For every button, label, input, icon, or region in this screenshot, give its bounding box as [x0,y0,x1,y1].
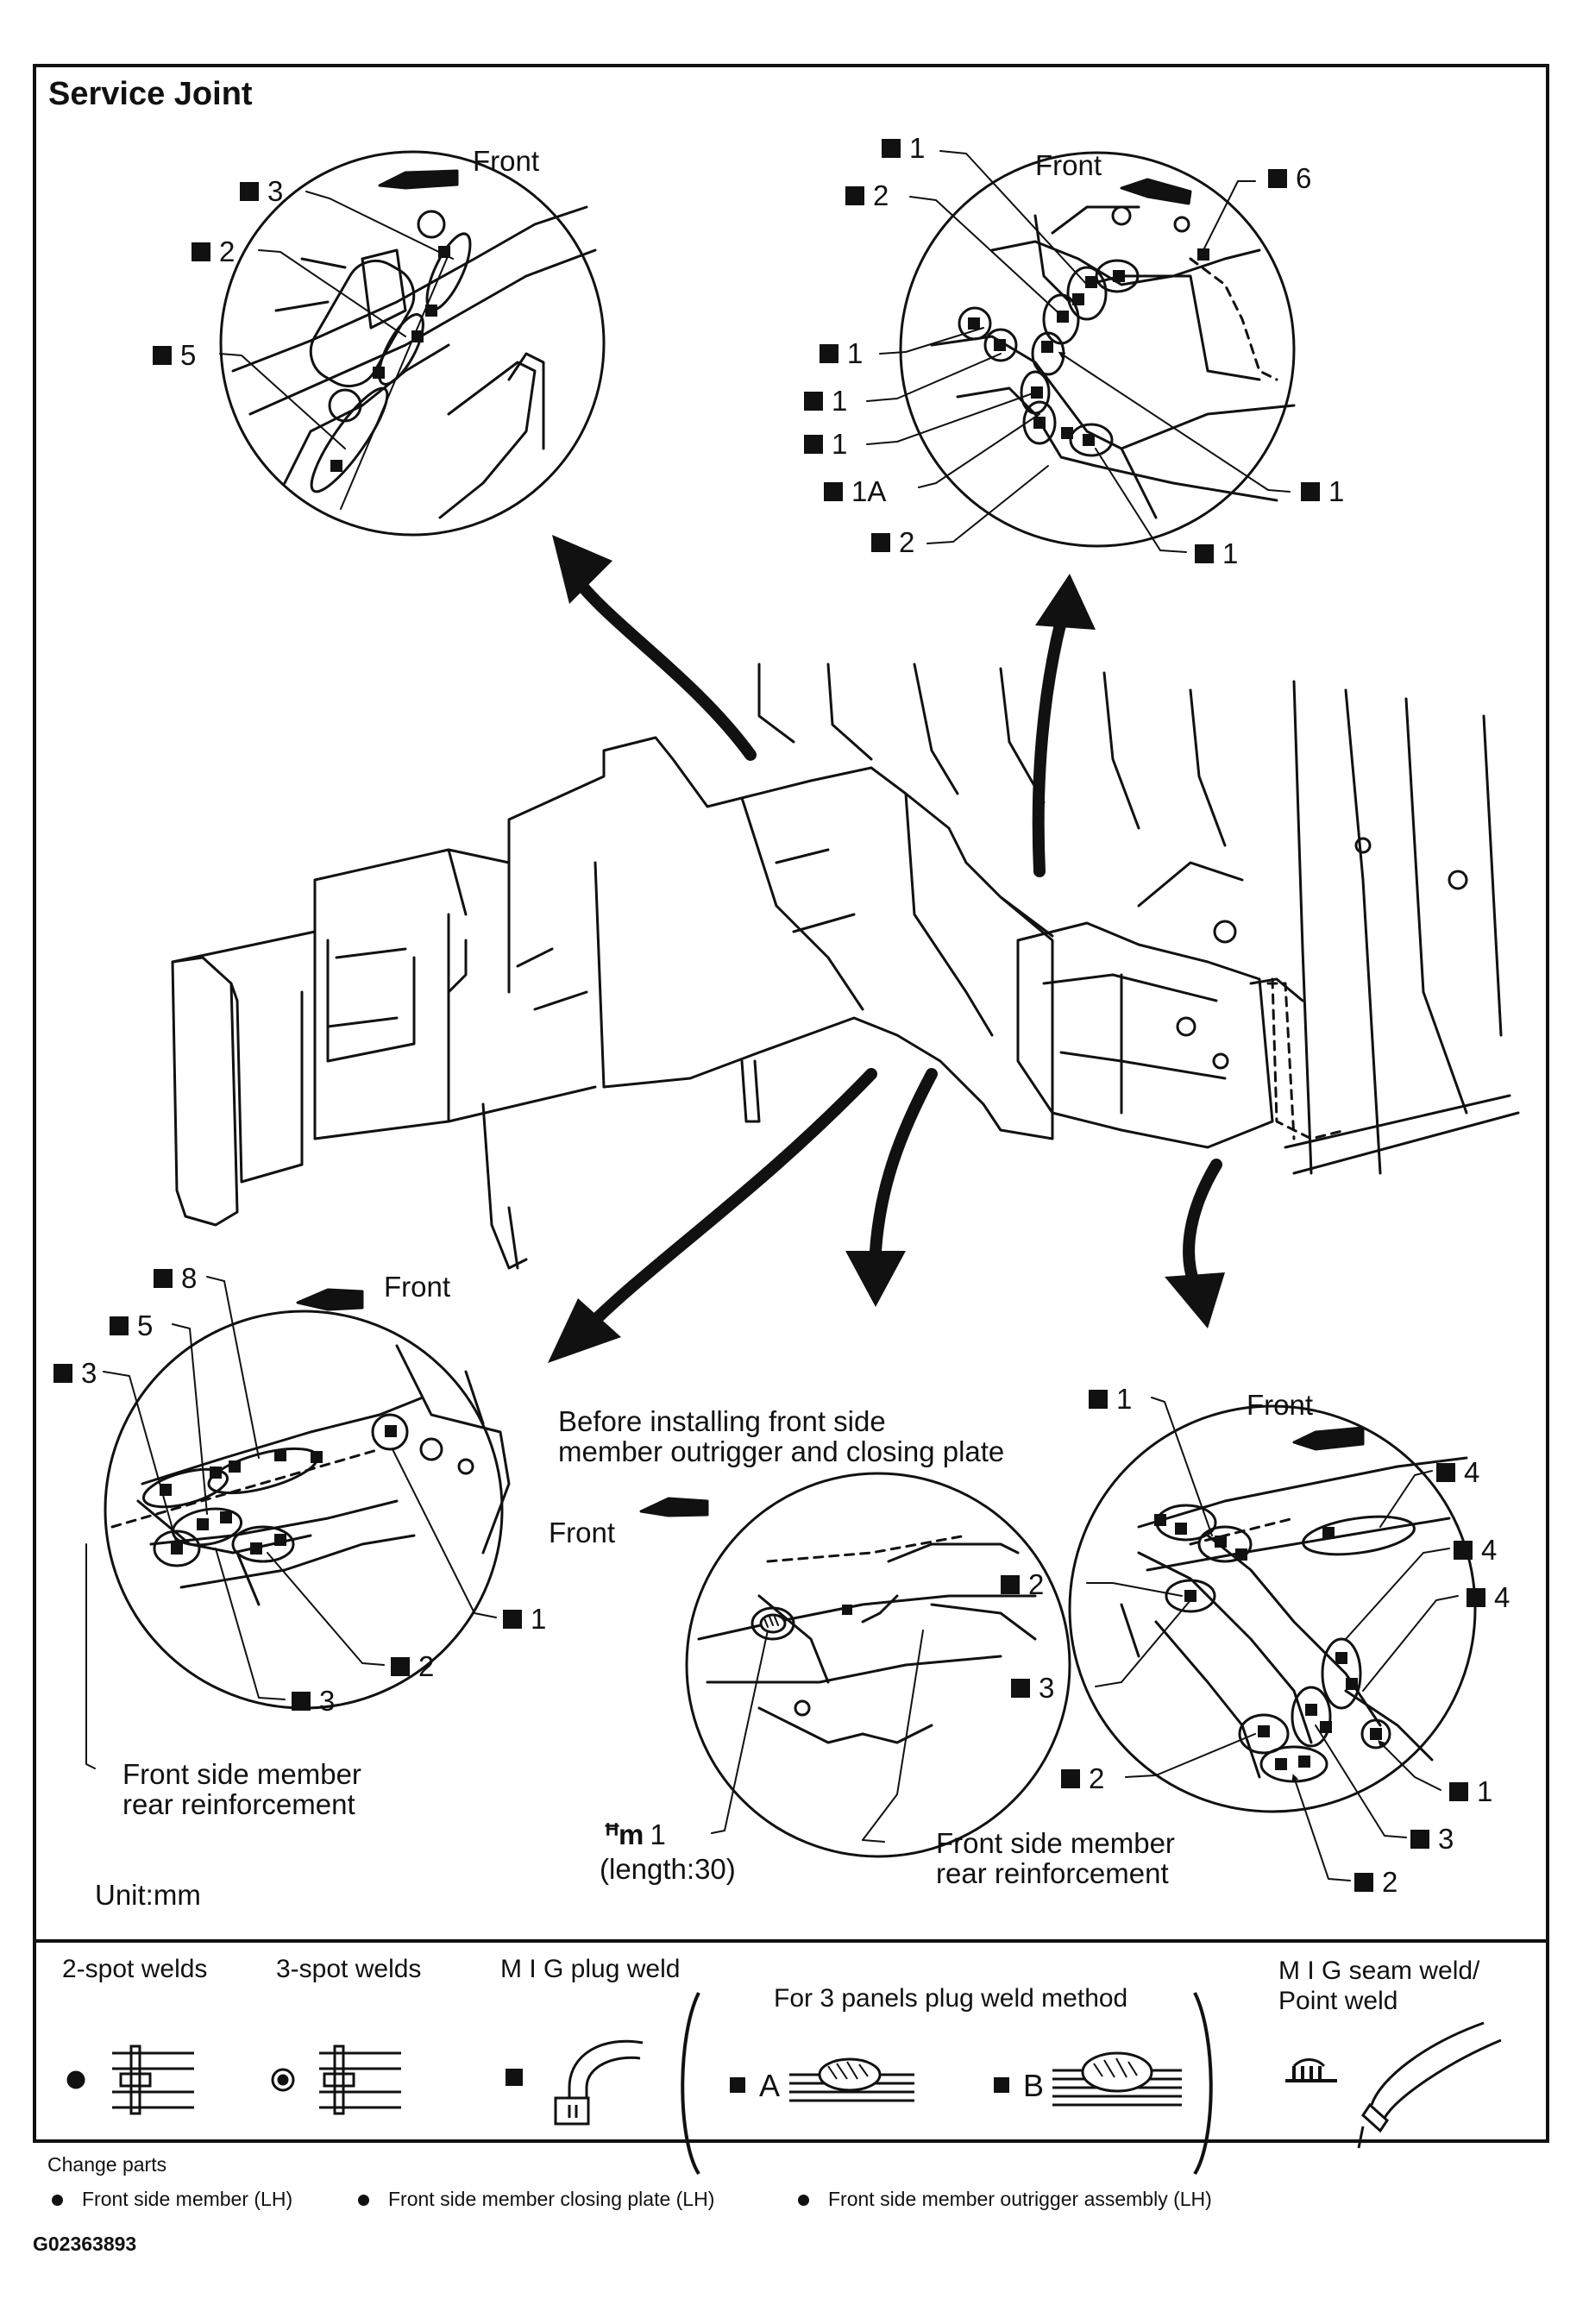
front-arrows [296,169,1365,1517]
weld-label: 1 [1089,1385,1132,1413]
weld-label: 1 [503,1605,546,1633]
view-bottom-right [1068,1404,1477,1813]
main-frame-assembly [171,663,1520,1270]
weld-label: 3 [53,1359,97,1387]
weld-label: 3 [1011,1674,1054,1702]
direction-arrows [563,563,1222,1335]
weld-label: 2 [391,1652,434,1680]
legend-divider [33,1939,1549,1943]
weld-label: 1 [1195,539,1238,568]
diagram-title: Service Joint [48,76,253,112]
front-label: Front [1035,149,1102,181]
weld-label: 1 [882,134,925,162]
weld-label: 3 [240,177,283,205]
weld-label: 2 [1354,1868,1397,1896]
weld-label: 8 [154,1264,197,1292]
callout-rear-reinforcement: Front side member rear reinforcement [122,1758,361,1820]
arrow-heads [548,535,1225,1363]
legend-method-b: B [1023,2068,1045,2103]
weld-label: 4 [1436,1458,1479,1486]
weld-label: 5 [153,341,196,369]
weld-label: 4 [1454,1536,1497,1564]
weld-label: 1 [804,430,847,458]
view-caption: Before installing front side member outr… [558,1405,1005,1468]
bullet-icon [358,2195,369,2207]
weld-label: 3 [1410,1825,1454,1853]
mig-length-note: (length:30) [600,1853,736,1885]
weld-label: 2 [1001,1570,1044,1599]
figure-code: G02363893 [33,2233,137,2255]
bullet-icon [52,2195,63,2207]
diagram-frame [33,64,1549,2143]
weld-label: 6 [1268,164,1311,192]
weld-label: 2 [192,237,235,266]
change-parts-heading: Change parts [47,2153,167,2176]
legend-mig-plug: M I G plug weld [500,1955,681,1983]
weld-label: 1 [820,339,863,367]
callout-rear-reinforcement: Front side member rear reinforcement [936,1827,1175,1889]
legend-three-spot: 3-spot welds [276,1955,422,1983]
change-part-item: Front side member outrigger assembly (LH… [798,2189,1212,2209]
weld-squares [160,246,1382,1770]
leader-lines [85,150,1459,1881]
weld-label: 1 [1449,1777,1492,1806]
front-label: Front [473,145,540,177]
weld-label: 1A [824,477,886,506]
weld-label: 2 [1061,1764,1104,1793]
front-label: Front [1247,1389,1314,1421]
change-part-item: Front side member (LH) [52,2189,292,2209]
change-part-item: Front side member closing plate (LH) [358,2189,714,2209]
weld-label: 1 [1301,477,1344,506]
front-label: Front [384,1271,451,1303]
view-top-left [219,150,606,537]
legend-method-a: A [759,2068,781,2103]
unit-label: Unit:mm [95,1879,201,1911]
mig-seam-icon: ꟸm [604,1818,644,1850]
weld-label: 5 [110,1311,153,1340]
view-bottom-center [685,1472,1071,1858]
weld-label: 1 [804,386,847,415]
legend-three-panel: For 3 panels plug weld method [774,1984,1128,2013]
view-bottom-left [104,1310,511,1710]
weld-label: 3 [292,1686,335,1715]
legend-symbols [66,1992,1502,2176]
mig-seam-label: ꟸm 1 [604,1818,666,1850]
view-top-right [899,151,1296,548]
legend-two-spot: 2-spot welds [62,1955,208,1983]
weld-label: 2 [871,528,914,556]
weld-label: 4 [1467,1583,1510,1611]
weld-label: 2 [845,181,889,210]
mig-seam-marker [759,1613,787,1634]
bullet-icon [798,2195,809,2207]
front-label: Front [549,1517,616,1548]
legend-mig-seam: M I G seam weld/ Point weld [1278,1957,1480,2015]
